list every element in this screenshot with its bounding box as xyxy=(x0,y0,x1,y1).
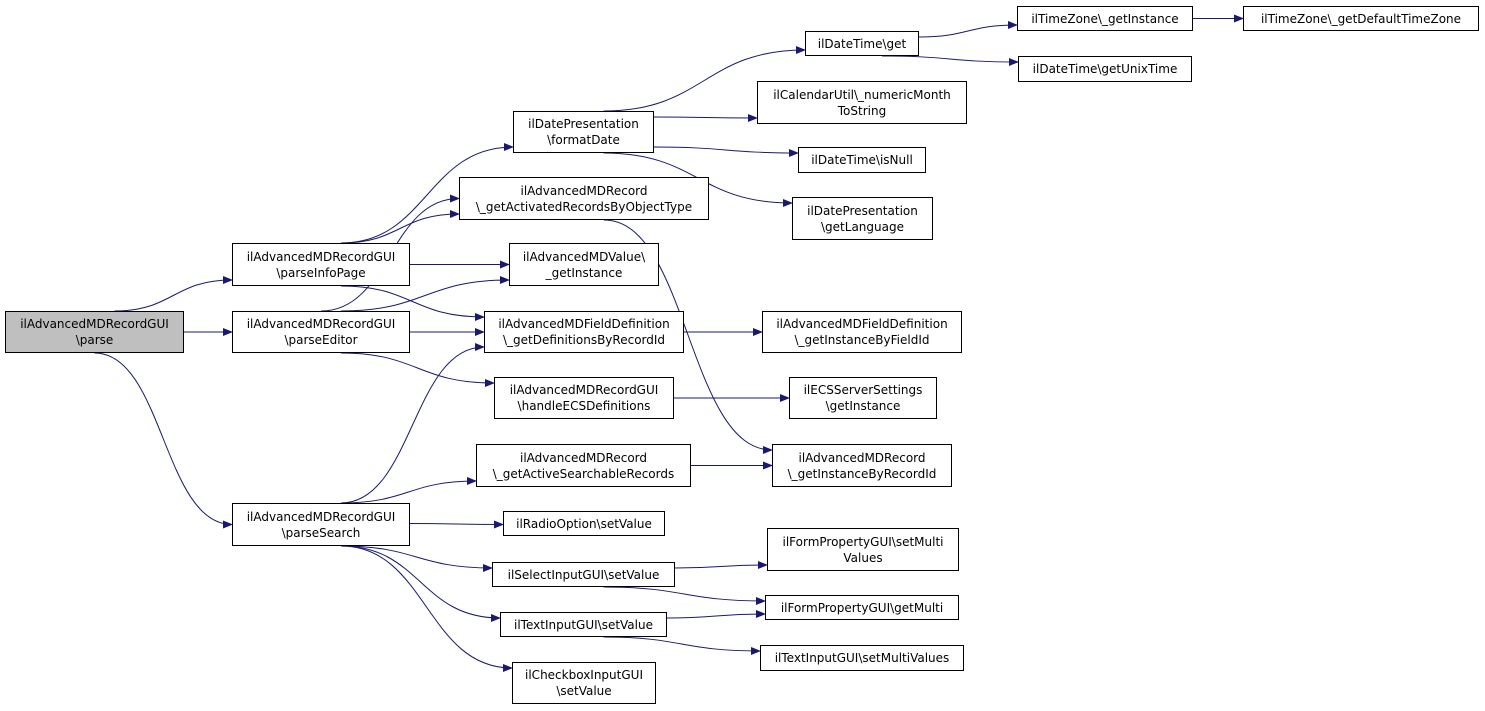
node-dtget[interactable]: ilDateTime\get xyxy=(805,31,919,56)
node-activesearch[interactable]: ilAdvancedMDRecord\_getActiveSearchableR… xyxy=(476,444,691,487)
node-label: ilTimeZone\_getDefaultTimeZone xyxy=(1260,11,1462,26)
node-tzdefault[interactable]: ilTimeZone\_getDefaultTimeZone xyxy=(1243,6,1479,31)
node-label: Values xyxy=(843,550,883,565)
node-label: ilAdvancedMDFieldDefinition xyxy=(776,317,948,331)
node-label: \_getActiveSearchableRecords xyxy=(492,466,675,481)
node-label: \formatDate xyxy=(547,133,620,147)
edge-search-to-select xyxy=(340,545,493,572)
node-label: \_getInstanceByRecordId xyxy=(787,466,937,481)
node-isnull[interactable]: ilDateTime\isNull xyxy=(798,147,926,173)
edge-infopage-to-formatdate xyxy=(340,143,514,244)
edge-infopage-to-fielddefs xyxy=(340,285,485,321)
node-label: ilAdvancedMDRecordGUI xyxy=(509,383,659,397)
node-label: ilRadioOption\setValue xyxy=(516,516,652,531)
edge-formatdate-to-dtget xyxy=(603,46,806,112)
edge-search-to-checkbox xyxy=(340,545,513,672)
node-label: ToString xyxy=(837,103,887,118)
node-label: \parseSearch xyxy=(281,525,361,540)
node-label: \_getDefinitionsByRecordId xyxy=(502,333,666,347)
node-label: ilDateTime\get xyxy=(817,36,907,51)
node-label: ilDatePresentation xyxy=(807,203,918,218)
node-radio[interactable]: ilRadioOption\setValue xyxy=(503,511,665,536)
node-getlang[interactable]: ilDatePresentation\getLanguage xyxy=(792,197,933,240)
edge-formatdate-to-calutil xyxy=(653,113,758,122)
node-label: ilCheckboxInputGUI xyxy=(525,668,643,682)
node-label: ilECSServerSettings xyxy=(803,383,923,397)
node-label: \parseInfoPage xyxy=(276,265,366,280)
node-label: \handleECSDefinitions xyxy=(517,399,651,413)
node-label: ilFormPropertyGUI\getMulti xyxy=(780,600,944,615)
node-label: ilDatePresentation xyxy=(528,117,639,131)
node-label: ilAdvancedMDRecordGUI xyxy=(246,249,396,264)
edge-dtget-to-tzinst xyxy=(918,21,1018,38)
node-label: ilAdvancedMDRecordGUI xyxy=(20,317,169,331)
edge-root-to-infopage xyxy=(114,276,233,312)
node-label: ilAdvancedMDFieldDefinition xyxy=(498,317,670,331)
node-textsetmulti[interactable]: ilTextInputGUI\setMultiValues xyxy=(760,645,964,671)
node-label: ilTextInputGUI\setValue xyxy=(514,617,653,632)
node-label: \getLanguage xyxy=(821,219,904,234)
node-infopage[interactable]: ilAdvancedMDRecordGUI\parseInfoPage xyxy=(232,243,410,286)
node-label: ilAdvancedMDRecord xyxy=(520,183,648,198)
node-label: ilSelectInputGUI\setValue xyxy=(507,567,660,582)
node-unixtime[interactable]: ilDateTime\getUnixTime xyxy=(1018,56,1192,82)
node-label: \parse xyxy=(75,333,114,347)
node-label: \_getInstanceByFieldId xyxy=(794,333,930,347)
edge-textinput-to-textsetmulti xyxy=(603,636,761,655)
edge-select-to-getmulti xyxy=(603,586,766,605)
node-label: ilAdvancedMDValue\ xyxy=(522,249,646,264)
node-editor[interactable]: ilAdvancedMDRecordGUI \parseEditor xyxy=(232,311,410,353)
node-getmulti[interactable]: ilFormPropertyGUI\getMulti xyxy=(765,595,959,620)
node-label: _getInstance xyxy=(545,265,623,280)
edge-textinput-to-getmulti xyxy=(666,610,766,619)
edge-editor-to-valueinst xyxy=(340,276,510,312)
node-label: \setValue xyxy=(556,684,612,698)
edge-editor-to-handleecs xyxy=(340,352,495,387)
node-tzinst[interactable]: ilTimeZone\_getInstance xyxy=(1017,6,1193,31)
node-valueinst[interactable]: ilAdvancedMDValue\_getInstance xyxy=(509,243,659,286)
node-label: \_getActivatedRecordsByObjectType xyxy=(475,199,693,214)
edge-dtget-to-unixtime xyxy=(881,55,1019,66)
node-select[interactable]: ilSelectInputGUI\setValue xyxy=(492,562,675,587)
edge-infopage-to-activated xyxy=(340,210,460,244)
node-label: ilTextInputGUI\setMultiValues xyxy=(774,651,950,665)
edge-search-to-radio xyxy=(409,520,504,529)
node-label: ilAdvancedMDRecordGUI xyxy=(246,509,396,524)
node-label: \parseEditor xyxy=(284,333,358,347)
node-handleecs[interactable]: ilAdvancedMDRecordGUI \handleECSDefinitio… xyxy=(494,377,674,419)
node-root: ilAdvancedMDRecordGUI \parse xyxy=(5,311,184,353)
node-fielddefs[interactable]: ilAdvancedMDFieldDefinition \_getDefiniti… xyxy=(484,311,684,353)
edge-search-to-activesearch xyxy=(340,477,477,504)
node-search[interactable]: ilAdvancedMDRecordGUI\parseSearch xyxy=(232,503,410,546)
edge-search-to-fielddefs xyxy=(340,343,485,504)
edge-search-to-textinput xyxy=(340,545,501,622)
node-label: ilDateTime\isNull xyxy=(811,153,913,167)
node-recinst[interactable]: ilAdvancedMDRecord\_getInstanceByRecordI… xyxy=(772,444,952,487)
node-checkbox[interactable]: ilCheckboxInputGUI \setValue xyxy=(512,662,656,704)
node-activated[interactable]: ilAdvancedMDRecord\_getActivatedRecordsB… xyxy=(459,177,709,220)
node-label: ilTimeZone\_getInstance xyxy=(1031,11,1179,26)
node-formatdate[interactable]: ilDatePresentation \formatDate xyxy=(513,111,654,153)
node-textinput[interactable]: ilTextInputGUI\setValue xyxy=(500,612,667,637)
node-label: ilAdvancedMDRecordGUI xyxy=(246,317,396,331)
node-label: ilDateTime\getUnixTime xyxy=(1032,62,1178,76)
node-label: ilAdvancedMDRecord xyxy=(798,450,926,465)
node-label: ilCalendarUtil\_numericMonth xyxy=(773,87,951,102)
node-ecsinst[interactable]: ilECSServerSettings \getInstance xyxy=(789,377,937,419)
node-label: \getInstance xyxy=(825,399,901,413)
edge-activated-to-recinst xyxy=(603,219,773,454)
node-fieldinst[interactable]: ilAdvancedMDFieldDefinition \_getInstance… xyxy=(762,311,962,353)
edge-root-to-search xyxy=(94,352,233,529)
node-label: ilAdvancedMDRecord xyxy=(520,450,647,465)
edge-select-to-setmultivalues xyxy=(674,561,768,570)
node-label: ilFormPropertyGUI\setMulti xyxy=(782,534,944,549)
edge-formatdate-to-isnull xyxy=(653,146,799,157)
